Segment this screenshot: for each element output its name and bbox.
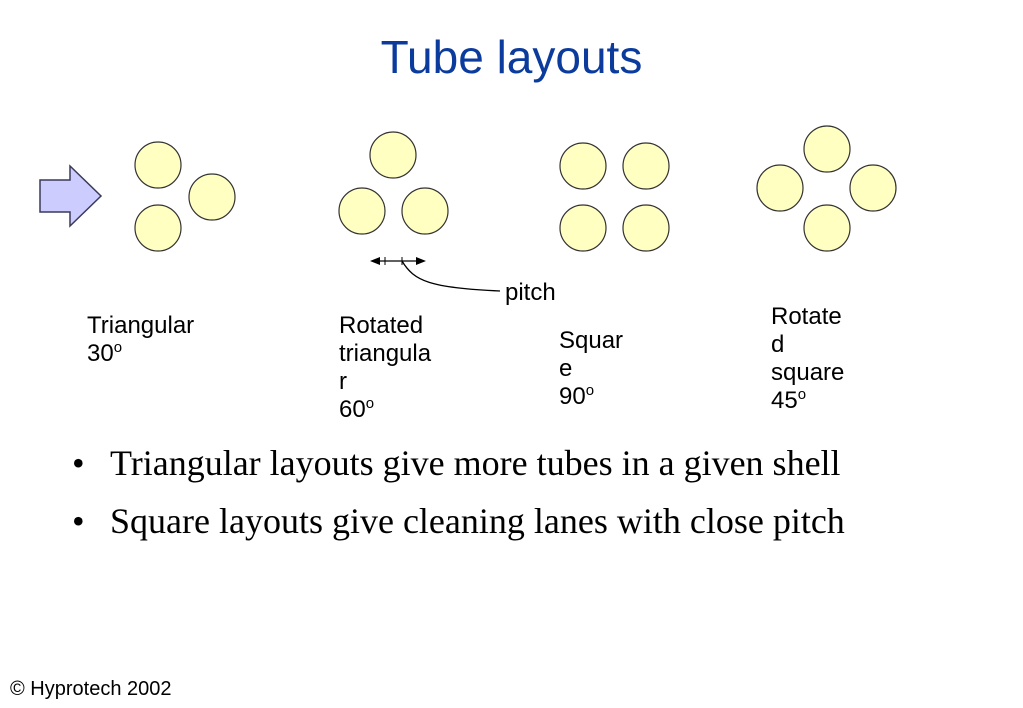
label-line: Squar [559,327,624,354]
bullet-item: • Square layouts give cleaning lanes with… [72,492,1012,550]
degree-mark: o [365,395,375,412]
label-line: Rotate [771,303,842,330]
pitch-label: pitch [505,279,556,306]
angle-value: 30 [87,340,114,367]
triangular-30-layout [134,141,236,252]
tube-circle [622,204,670,252]
label-angle: 45o [771,387,844,415]
pitch-leader-line [401,260,501,292]
pitch-arrowhead-right [416,257,426,265]
square-90-layout [559,142,670,252]
copyright-footer: © Hyprotech 2002 [10,678,172,700]
tube-circle [622,142,670,190]
label-line: r [339,368,347,395]
bullet-list: • Triangular layouts give more tubes in a… [72,434,1012,550]
tube-circle [559,204,607,252]
tube-circle [559,142,607,190]
rotated-square-45-label: Rotate d square 45o [771,303,844,415]
flow-direction-arrow [39,164,103,228]
rotated-triangular-60-label: Rotated triangula r 60o [339,312,431,424]
tube-circle [134,204,182,252]
label-line: e [559,355,573,382]
label-line: square [771,359,845,386]
pitch-dimension [370,257,501,292]
label-angle: 30o [87,340,194,368]
angle-value: 60 [339,396,366,423]
label-line: triangula [339,340,432,367]
tube-circle [401,187,449,235]
tube-circle [849,164,897,212]
tube-circle [803,125,851,173]
tube-circle [338,187,386,235]
pitch-arrowhead-left [370,257,380,265]
tube-circle [188,173,236,221]
angle-value: 45 [771,387,798,414]
bullet-item: • Triangular layouts give more tubes in a… [72,434,1012,492]
square-90-label: Squar e 90o [559,327,623,411]
bullet-text: Square layouts give cleaning lanes with … [110,501,845,541]
degree-mark: o [797,386,807,403]
label-angle: 90o [559,383,623,411]
tube-circle [803,204,851,252]
label-angle: 60o [339,396,431,424]
tube-circle [369,131,417,179]
angle-value: 90 [559,383,586,410]
tube-circle [134,141,182,189]
label-line: Triangular [87,312,195,339]
triangular-30-label: Triangular 30o [87,312,194,368]
rotated-square-45-layout [756,125,897,252]
label-line: Rotated [339,312,424,339]
degree-mark: o [585,382,595,399]
label-line: d [771,331,785,358]
bullet-text: Triangular layouts give more tubes in a … [110,443,841,483]
degree-mark: o [113,339,123,356]
tube-circle [756,164,804,212]
slide-title: Tube layouts [380,31,643,83]
bullet-dot: • [72,443,85,483]
bullet-dot: • [72,501,85,541]
rotated-triangular-60-layout [338,131,449,235]
